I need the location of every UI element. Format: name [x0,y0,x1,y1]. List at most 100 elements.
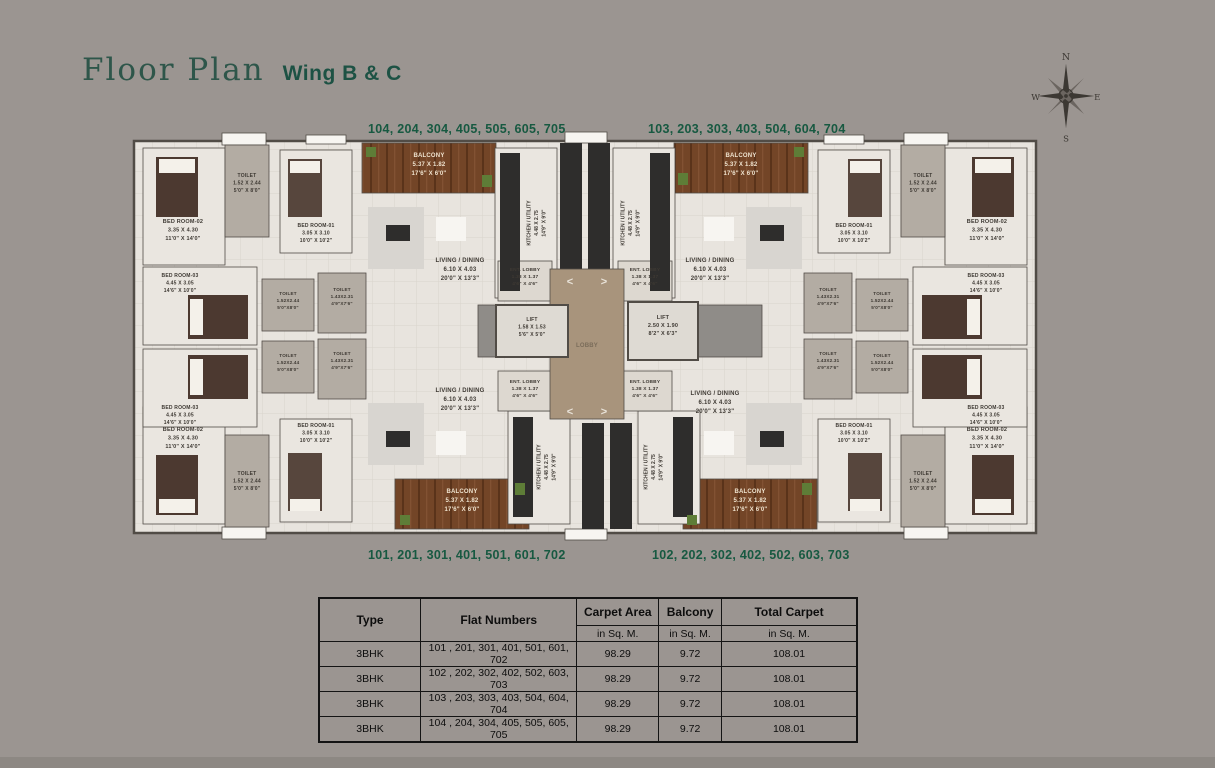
toilet-tl-c [317,272,367,334]
duct [564,528,608,541]
coffee-table [386,431,410,447]
dining-table [436,217,466,241]
bed-pillow [190,359,203,395]
col-header-type: Type [318,597,422,642]
bed-pillow [967,299,980,335]
dining-table [704,217,734,241]
plant [482,175,492,187]
plant [794,147,804,157]
kitchen-label: 4.48 X 2.75 [651,454,657,480]
corridor-arrow: > [601,406,608,418]
cell-total: 108.01 [721,641,858,667]
toilet-tr-b [855,278,909,332]
cell-total: 108.01 [721,666,858,692]
bed-pillow [290,161,320,173]
toilet-tl-a [224,144,270,238]
duct-shaft [582,423,604,529]
page-title: Floor Plan Wing B & C [82,52,402,88]
duct [564,131,608,144]
unit-carpet-area: in Sq. M. [576,625,660,642]
kitchen-label: 14'9" X 9'0" [659,453,665,481]
lift-left [495,304,569,358]
ent-lobby-bl [497,370,553,412]
bed-pillow [159,499,195,513]
bed-pillow [190,299,203,335]
flat-numbers-bottom-left: 101, 201, 301, 401, 501, 601, 702 [368,548,566,562]
cell-total: 108.01 [721,691,858,717]
flat-numbers-bottom-right: 102, 202, 302, 402, 502, 603, 703 [652,548,850,562]
bed-pillow [850,161,880,173]
corridor-arrow: < [567,276,574,288]
table-row: 3BHK 103 , 203, 303, 403, 504, 604, 704 … [318,691,858,717]
duct-shaft [588,143,610,269]
lobby-corridor [549,268,625,420]
corridor-arrow: > [601,276,608,288]
kitchen-label: KITCHEN / UTILITY [537,444,543,490]
coffee-table [386,225,410,241]
bottom-shadow-band [0,757,1215,768]
kitchen-label: KITCHEN / UTILITY [527,200,533,246]
duct [305,134,347,145]
gray-zone [697,304,763,358]
duct [903,132,949,146]
col-header-total-carpet: Total Carpet [721,597,858,626]
toilet-bl-b [261,340,315,394]
balcony-tl [361,142,497,194]
toilet-br-a [900,434,946,528]
duct [903,526,949,540]
cell-type: 3BHK [318,691,422,717]
cell-balcony: 9.72 [658,641,723,667]
balcony-bl [394,478,530,530]
duct-shaft [610,423,632,529]
plant [515,483,525,495]
kitchen-counter [513,417,533,517]
compass-rose: N W E S [1031,52,1100,144]
cell-flats: 104 , 204, 304, 405, 505, 605, 705 [420,716,578,743]
duct [221,526,267,540]
toilet-tr-c [803,272,853,334]
kitchen-label: 4.48 X 2.75 [628,210,634,236]
coffee-table [760,225,784,241]
plant [802,483,812,495]
title-floor-plan: Floor Plan [82,52,265,88]
unit-total-carpet: in Sq. M. [721,625,858,642]
cell-flats: 103 , 203, 303, 403, 504, 604, 704 [420,691,578,717]
bed-pillow [290,499,320,511]
kitchen-label: 14'9" X 9'0" [636,209,642,237]
bed-pillow [159,159,195,173]
cell-balcony: 9.72 [658,716,723,743]
lift-right [627,301,699,361]
col-header-flat-numbers: Flat Numbers [420,597,578,642]
cell-carpet: 98.29 [576,666,660,692]
dining-table [704,431,734,455]
duct [221,132,267,146]
toilet-tl-b [261,278,315,332]
cell-type: 3BHK [318,641,422,667]
kitchen-label: 14'9" X 9'0" [542,209,548,237]
